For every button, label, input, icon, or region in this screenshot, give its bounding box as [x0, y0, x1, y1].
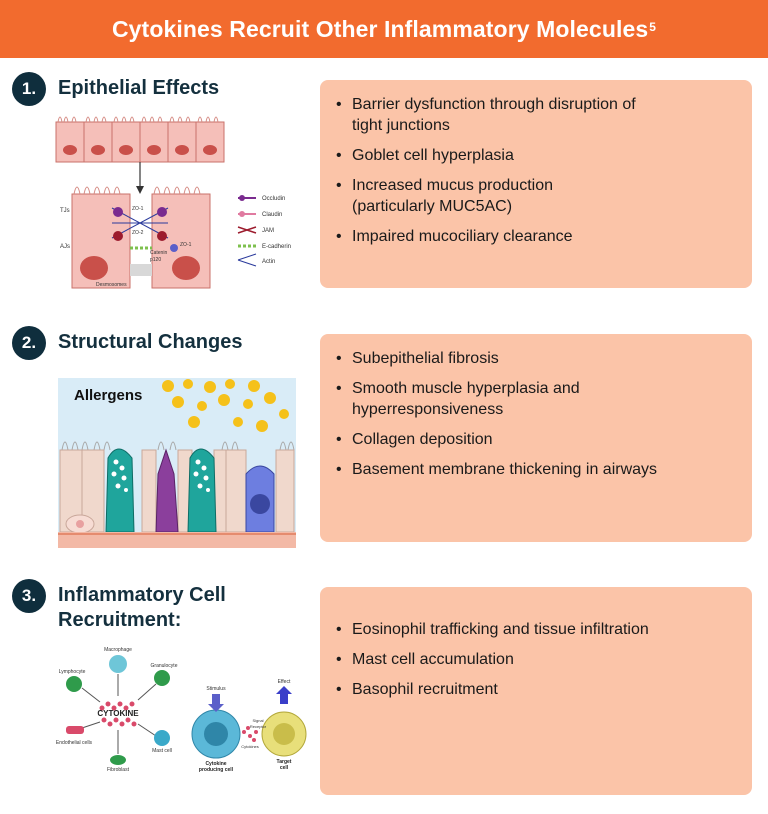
svg-text:Fibroblast: Fibroblast	[107, 767, 130, 773]
label-zo1: ZO-1	[132, 206, 144, 212]
label-ajs: AJs	[60, 244, 70, 250]
section-2-panel: Subepithelial fibrosis Smooth muscle hyp…	[320, 334, 752, 542]
svg-text:JAM: JAM	[262, 228, 274, 234]
endothelial-cell	[66, 726, 84, 734]
svg-text:Receptor: Receptor	[250, 724, 267, 729]
svg-text:Target: Target	[277, 759, 292, 765]
svg-text:Macrophage: Macrophage	[104, 647, 132, 653]
svg-text:Cytokines: Cytokines	[241, 744, 259, 749]
epithelial-junction-diagram: TJs AJs Desmosomes ZO-1 ZO-2 ZO-1 Cateni…	[55, 116, 291, 289]
bullet-item: Increased mucus production(particularly …	[336, 175, 736, 217]
fibroblast-cell	[110, 755, 126, 765]
label-desmosomes: Desmosomes	[96, 282, 127, 288]
label-zo2: ZO-2	[132, 230, 144, 236]
svg-text:Signal: Signal	[252, 718, 263, 723]
allergen-particles	[162, 379, 289, 432]
svg-text:Lymphocyte: Lymphocyte	[59, 669, 86, 675]
section-3-title: Inflammatory Cell Recruitment:	[58, 584, 226, 631]
svg-text:Mast cell: Mast cell	[152, 748, 172, 754]
cytokine-cluster	[99, 701, 137, 727]
section-3-header: 3. Inflammatory Cell Recruitment:	[12, 579, 226, 633]
mast-cell	[154, 730, 170, 746]
svg-text:Actin: Actin	[262, 259, 275, 265]
section-2-title: Structural Changes	[58, 331, 243, 353]
section-3-panel: Eosinophil trafficking and tissue infilt…	[320, 587, 752, 795]
svg-text:Claudin: Claudin	[262, 212, 282, 218]
granulocyte-cell	[154, 670, 170, 686]
svg-text:producing cell: producing cell	[199, 767, 234, 773]
network-arrows	[81, 674, 157, 754]
bullet-item: Smooth muscle hyperplasia andhyperrespon…	[336, 378, 736, 420]
label-zo1-b: ZO-1	[180, 242, 192, 248]
bullet-item: Barrier dysfunction through disruption o…	[336, 94, 736, 136]
bullet-item: Subepithelial fibrosis	[336, 348, 736, 369]
svg-text:cell: cell	[280, 765, 289, 771]
bullet-item: Basement membrane thickening in airways	[336, 459, 736, 480]
page-title: Cytokines Recruit Other Inflammatory Mol…	[111, 15, 649, 42]
label-tjs: TJs	[60, 208, 70, 214]
bullet-item: Collagen deposition	[336, 429, 736, 450]
section-1-bullets: Barrier dysfunction through disruption o…	[336, 94, 736, 247]
bullet-item: Mast cell accumulation	[336, 649, 736, 670]
section-2-bullets: Subepithelial fibrosis Smooth muscle hyp…	[336, 348, 736, 480]
svg-text:E-cadherin: E-cadherin	[262, 244, 291, 250]
section-2-number: 2.	[12, 326, 46, 360]
basement-membrane	[58, 532, 296, 548]
lymphocyte-cell	[66, 676, 82, 692]
section-1-panel: Barrier dysfunction through disruption o…	[320, 80, 752, 288]
svg-text:Occludin: Occludin	[262, 196, 285, 202]
epithelial-cell-row	[55, 116, 225, 163]
label-p120: p120	[150, 257, 161, 263]
bullet-item: Impaired mucociliary clearance	[336, 226, 736, 247]
allergens-label: Allergens	[74, 387, 142, 404]
junction-legend: Occludin Claudin JAM E-cadherin Actin	[237, 195, 291, 267]
goblet-cell	[105, 448, 135, 533]
section-1-figure: TJs AJs Desmosomes ZO-1 ZO-2 ZO-1 Cateni…	[52, 108, 322, 299]
section-3-number: 3.	[12, 579, 46, 613]
section-1-title: Epithelial Effects	[58, 77, 220, 99]
bullet-item: Eosinophil trafficking and tissue infilt…	[336, 619, 736, 640]
title-reference: 5	[649, 20, 657, 34]
bullet-item: Goblet cell hyperplasia	[336, 145, 736, 166]
label-catenin: Catenin	[150, 250, 167, 256]
svg-text:Cytokine: Cytokine	[205, 761, 226, 767]
section-3-figure: CYTOKINE Macrophage Granulocyte Lymphocy…	[52, 644, 318, 779]
section-2-header: 2. Structural Changes	[12, 326, 242, 360]
svg-text:Stimulus: Stimulus	[206, 686, 226, 692]
section-2-figure: Allergens	[58, 378, 296, 553]
section-1-number: 1.	[12, 72, 46, 106]
section-3-bullets: Eosinophil trafficking and tissue infilt…	[336, 619, 736, 700]
cytokine-center-label: CYTOKINE	[97, 709, 139, 718]
page-title-banner: Cytokines Recruit Other Inflammatory Mol…	[0, 0, 768, 58]
goblet-cell	[187, 448, 217, 533]
svg-text:Endothelial cells: Endothelial cells	[56, 740, 93, 746]
bullet-item: Basophil recruitment	[336, 679, 736, 700]
cytokine-network-diagram: CYTOKINE Macrophage Granulocyte Lymphocy…	[56, 647, 307, 773]
enlarged-cells	[71, 186, 211, 289]
svg-text:Granulocyte: Granulocyte	[151, 663, 178, 669]
macrophage-cell	[109, 655, 127, 673]
svg-text:Effect: Effect	[278, 679, 291, 685]
airway-epithelium-illustration: Allergens	[58, 378, 296, 548]
section-1-header: 1. Epithelial Effects	[12, 72, 219, 106]
